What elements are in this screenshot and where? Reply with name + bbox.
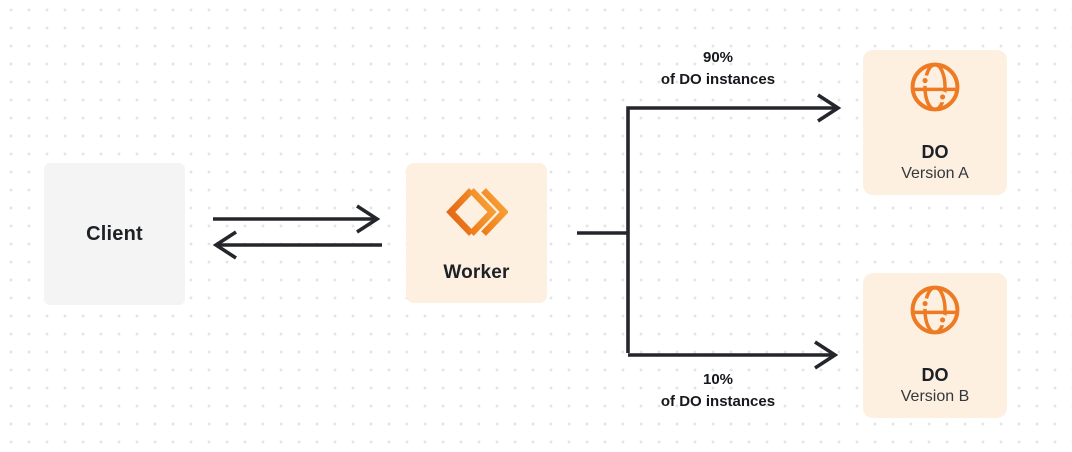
do-a-title: DO [921, 142, 949, 162]
split-caption-90: of DO instances [660, 71, 776, 88]
do-b-title: DO [921, 365, 949, 385]
split-trunk-line [577, 106, 835, 357]
client-label: Client [86, 222, 143, 245]
split-caption-10: of DO instances [660, 393, 776, 410]
do-a-subtitle: Version A [901, 165, 969, 182]
globe-icon [907, 59, 963, 120]
arrowhead-to-do-a [817, 93, 842, 123]
split-label-90: 90% of DO instances [593, 47, 843, 91]
client-node: Client [44, 163, 185, 305]
workers-chevrons-icon [445, 184, 509, 245]
arrow-client-to-worker [213, 204, 381, 234]
worker-label: Worker [443, 262, 510, 283]
arrow-worker-to-client [212, 230, 382, 260]
do-version-a-node: DO Version A [863, 50, 1007, 195]
worker-node: Worker [406, 163, 547, 303]
do-version-b-node: DO Version B [863, 273, 1007, 418]
do-b-subtitle: Version B [900, 388, 970, 405]
split-label-10: 10% of DO instances [593, 369, 843, 413]
split-percent-90: 90% [702, 49, 734, 66]
arrowhead-to-do-b [814, 340, 839, 370]
split-percent-10: 10% [702, 371, 734, 388]
globe-icon [907, 282, 963, 343]
